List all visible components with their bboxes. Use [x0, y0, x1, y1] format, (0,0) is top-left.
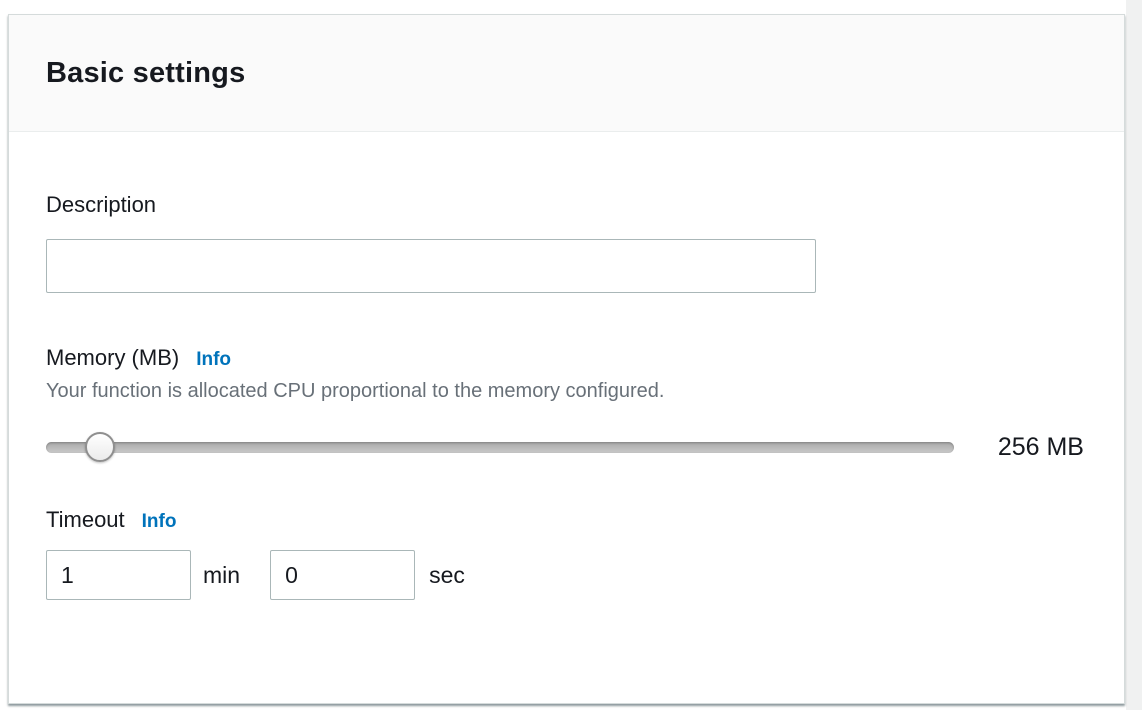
card-header: Basic settings	[9, 15, 1124, 132]
card-body: Description Memory (MB) Info Your functi…	[9, 192, 1124, 600]
memory-info-link[interactable]: Info	[196, 349, 232, 370]
memory-value-label: 256 MB	[997, 432, 1084, 461]
timeout-seconds-input[interactable]	[270, 550, 416, 600]
timeout-sec-unit-label: sec	[429, 561, 465, 588]
memory-slider-handle[interactable]	[85, 431, 115, 462]
memory-slider-row: 256 MB	[46, 431, 1084, 463]
description-label: Description	[46, 192, 157, 217]
timeout-minutes-input[interactable]	[46, 550, 191, 600]
memory-label: Memory (MB)	[46, 345, 180, 370]
memory-slider[interactable]	[46, 431, 954, 462]
timeout-label: Timeout	[46, 507, 125, 532]
memory-label-row: Memory (MB) Info	[46, 345, 1084, 371]
panel-title: Basic settings	[46, 56, 246, 89]
timeout-label-row: Timeout Info	[46, 507, 1084, 533]
basic-settings-card: Basic settings Description Memory (MB) I…	[8, 14, 1125, 704]
timeout-info-link[interactable]: Info	[141, 511, 177, 532]
description-input[interactable]	[46, 239, 816, 293]
page-right-gutter	[1126, 0, 1142, 710]
memory-help-text: Your function is allocated CPU proportio…	[46, 380, 665, 402]
timeout-inputs-row: min sec	[46, 550, 1084, 600]
timeout-min-unit-label: min	[203, 561, 241, 588]
